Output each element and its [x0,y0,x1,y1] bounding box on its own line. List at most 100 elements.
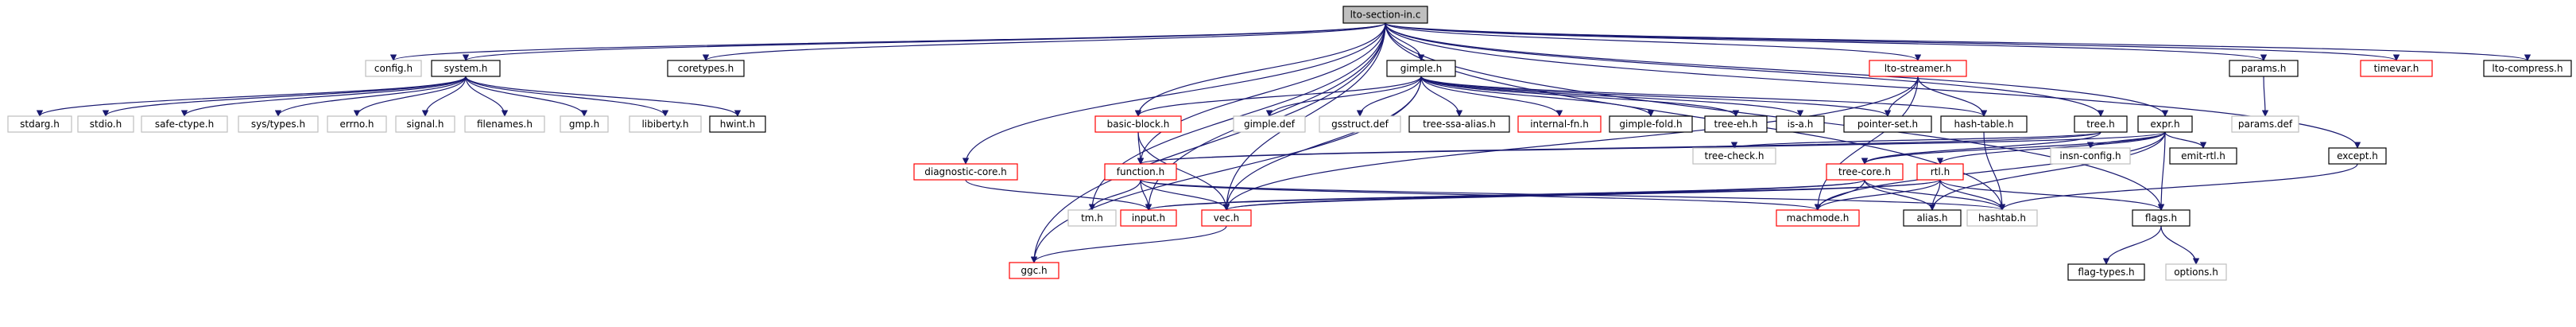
node-box [77,115,134,133]
edge-lto-section-in-c-to-ggc-h [1030,22,1386,263]
node-gimple-h[interactable]: gimple.h [1386,60,1456,77]
node-box [7,115,72,133]
node-box [1104,163,1177,181]
node-box [667,60,745,77]
node-label: hash-table.h [1954,119,2014,130]
node-box [1609,115,1693,133]
node-libiberty-h: libiberty.h [629,115,702,133]
edge-lto-section-in-c-to-hashtab-h [1385,22,2006,211]
edge-gimple-h-to-gimple-def [1265,76,1422,117]
node-lto-compress-h[interactable]: lto-compress.h [2483,60,2572,77]
node-box [629,115,702,133]
node-label: stdarg.h [20,119,60,130]
node-lto-streamer-h[interactable]: lto-streamer.h [1869,60,1967,77]
edge-lto-section-in-c-to-system-h [463,22,1386,61]
node-input-h[interactable]: input.h [1120,209,1177,227]
edge-lto-streamer-h-to-hash-table-h [1917,76,1988,117]
node-label: timevar.h [2374,63,2419,74]
node-system-h[interactable]: system.h [431,60,501,77]
node-vec-h[interactable]: vec.h [1201,209,1252,227]
edge-lto-section-in-c-to-flags-h [1385,22,2165,211]
node-alias-h[interactable]: alias.h [1903,209,1962,227]
node-emit-rtl-h[interactable]: emit-rtl.h [2169,147,2237,165]
edge-expr-h-to-insn-config-h [2086,131,2166,149]
edge-system-h-to-safe-ctype-h [180,76,467,117]
edge-lto-section-in-c-to-config-h [390,22,1386,61]
node-box [1120,209,1177,227]
node-box [1233,115,1306,133]
node-label: lto-streamer.h [1885,63,1952,74]
node-rtl-h[interactable]: rtl.h [1916,163,1964,181]
edge-gimple-h-to-tree-ssa-alias-h [1420,76,1463,117]
node-label: params.h [2241,63,2287,74]
node-box [709,115,766,133]
node-flags-h[interactable]: flags.h [2132,209,2191,227]
edge-function-h-to-machmode-h [1140,179,1821,211]
node-tree-ssa-alias-h[interactable]: tree-ssa-alias.h [1408,115,1510,133]
node-ggc-h[interactable]: ggc.h [1009,262,1059,279]
edge-system-h-to-libiberty-h [465,76,669,117]
node-box [1386,60,1456,77]
node-except-h[interactable]: except.h [2328,147,2387,165]
node-pointer-set-h[interactable]: pointer-set.h [1843,115,1932,133]
node-label: options.h [2174,267,2218,278]
node-gimple-fold-h[interactable]: gimple-fold.h [1609,115,1693,133]
edge-expr-h-to-function-h [1137,131,2166,165]
edge-gimple-h-to-is-a-h [1420,76,1804,117]
node-box [395,115,455,133]
node-box [1869,60,1967,77]
node-is-a-h[interactable]: is-a.h [1776,115,1825,133]
node-machmode-h[interactable]: machmode.h [1776,209,1860,227]
node-label: gimple.def [1244,119,1296,130]
node-basic-block-h[interactable]: basic-block.h [1094,115,1182,133]
node-timevar-h[interactable]: timevar.h [2360,60,2433,77]
node-label: except.h [2337,150,2378,162]
edge-gimple-h-to-basic-block-h [1134,76,1422,117]
node-box [2165,263,2227,281]
node-box [1342,6,1428,24]
node-label: expr.h [2150,119,2179,130]
node-box [1966,209,2038,227]
node-box [1517,115,1602,133]
node-tree-core-h[interactable]: tree-core.h [1826,163,1904,181]
node-box [1843,115,1932,133]
edge-system-h-to-hwint-h [465,76,742,117]
node-tree-eh-h[interactable]: tree-eh.h [1704,115,1768,133]
edge-tree-h-to-tree-check-h [1731,131,2101,149]
node-label: tree-core.h [1838,166,1891,177]
node-coretypes-h[interactable]: coretypes.h [667,60,745,77]
node-flag-types-h[interactable]: flag-types.h [2067,263,2145,281]
node-params-h[interactable]: params.h [2229,60,2299,77]
node-gmp-h: gmp.h [560,115,609,133]
node-errno-h: errno.h [327,115,387,133]
node-box [2074,115,2128,133]
edge-expr-h-to-alias-h [1928,131,2166,211]
edge-function-h-to-tm-h [1088,179,1141,211]
node-lto-section-in-c[interactable]: lto-section-in.c [1342,6,1428,24]
node-box [1704,115,1768,133]
edge-gimple-h-to-tree-eh-h [1420,76,1740,117]
node-box [1201,209,1252,227]
node-internal-fn-h[interactable]: internal-fn.h [1517,115,1602,133]
node-function-h[interactable]: function.h [1104,163,1177,181]
edge-tree-h-to-tree-core-h [1861,131,2101,165]
node-box [431,60,501,77]
node-diagnostic-core-h[interactable]: diagnostic-core.h [913,163,1018,181]
node-label: tree.h [2086,119,2115,130]
node-hash-table-h[interactable]: hash-table.h [1940,115,2028,133]
edge-basic-block-h-to-vec-h [1137,131,1230,211]
node-safe-ctype-h: safe-ctype.h [141,115,228,133]
node-tree-h[interactable]: tree.h [2074,115,2128,133]
node-hwint-h[interactable]: hwint.h [709,115,766,133]
node-box [1067,209,1117,227]
node-filenames-h: filenames.h [464,115,545,133]
node-expr-h[interactable]: expr.h [2137,115,2193,133]
edge-flags-h-to-flag-types-h [2102,225,2162,265]
node-box [365,60,422,77]
node-label: coretypes.h [678,63,734,74]
edge-system-h-to-stdio-h [102,76,467,117]
edge-rtl-h-to-vec-h [1223,179,1941,211]
node-box [1826,163,1904,181]
edge-gimple-h-to-gimple-fold-h [1420,76,1655,117]
edge-rtl-h-to-flags-h [1939,179,2165,211]
